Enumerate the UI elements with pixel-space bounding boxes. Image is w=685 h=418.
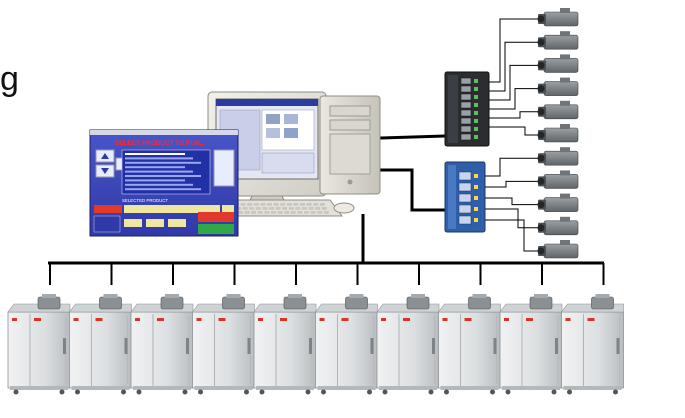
connection-lines (48, 18, 605, 285)
machine-drops (49, 263, 605, 285)
mouse (333, 202, 355, 214)
camera-10 (537, 216, 579, 236)
link-computer-switch-bottom (380, 168, 445, 212)
machine-6 (314, 294, 378, 395)
camera-1 (537, 8, 579, 27)
machine-5 (253, 294, 317, 395)
cropped-text: g (0, 60, 19, 98)
camera-8 (537, 170, 579, 189)
machine-3 (130, 294, 194, 395)
camera-7 (537, 147, 579, 166)
keyboard (221, 199, 343, 217)
machine-7 (376, 294, 440, 395)
machine-9 (499, 294, 563, 395)
window-heading: SELECT PRODUCT TO RUN... (115, 140, 205, 147)
camera-2 (537, 31, 579, 50)
link-computer-switch-top (379, 134, 446, 140)
machine-2 (68, 294, 132, 395)
software-window: SELECT PRODUCT TO RUN... SELECTED PRODUC… (89, 129, 239, 237)
computer-tower (319, 95, 381, 195)
machine-row (7, 294, 624, 395)
camera-4 (537, 77, 579, 96)
camera-column (537, 8, 579, 259)
switch-bottom (444, 161, 486, 233)
camera-5 (537, 100, 579, 120)
camera-6 (537, 124, 579, 143)
machine-4 (191, 294, 255, 395)
camera-wiring (485, 18, 538, 252)
window-footer-label: SELECTED PRODUCT (122, 198, 168, 203)
machine-8 (437, 294, 501, 395)
switch-top (444, 71, 490, 147)
machine-1 (7, 294, 71, 395)
machine-10 (560, 294, 624, 395)
camera-11 (537, 240, 579, 259)
camera-9 (537, 193, 579, 212)
camera-3 (537, 54, 579, 73)
